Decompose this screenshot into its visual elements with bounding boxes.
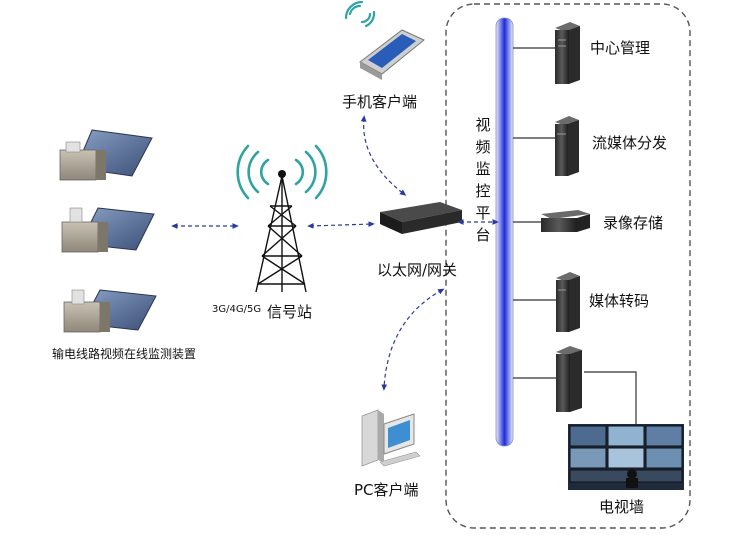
monitor-device-icon-1 [59,129,153,181]
server-label-recording: 录像存储 [603,214,664,232]
server-icon-center [555,22,580,84]
server-branches [513,47,637,424]
network-links [171,115,499,391]
monitor-device-label: 输电线路视频在线监测装置 [52,347,197,361]
mobile-phone-icon [359,29,425,80]
pc-client-icon [361,409,421,467]
mobile-client-label: 手机客户端 [342,93,418,111]
server-icon-tvwall [556,346,582,412]
server-icon-transcode [556,272,580,332]
pc-client-label: PC客户端 [354,481,419,499]
tv-wall-image [568,424,684,490]
tower-top [278,170,286,178]
signal-tower-icon [255,175,307,293]
network-types-label: 3G/4G/5G [212,304,262,315]
server-label-transcode: 媒体转码 [589,292,650,310]
gateway-label: 以太网/网关 [377,261,458,279]
server-label-center: 中心管理 [590,39,651,57]
mobile-signal-icon [344,0,376,28]
dvr-icon-recording [541,210,590,232]
platform-label: 视频监控平台 [475,116,491,244]
tv-wall-label: 电视墙 [599,498,645,516]
server-label-streaming: 流媒体分发 [592,134,668,152]
gateway-device-icon [380,202,462,234]
monitor-device-icon-2 [61,207,155,253]
tower-signal-icon [236,144,328,200]
platform-frame [445,3,691,529]
server-icon-streaming [555,116,579,176]
platform-bus [495,17,514,447]
monitor-device-icon-3 [63,289,157,333]
signal-station-label: 信号站 [267,303,313,321]
